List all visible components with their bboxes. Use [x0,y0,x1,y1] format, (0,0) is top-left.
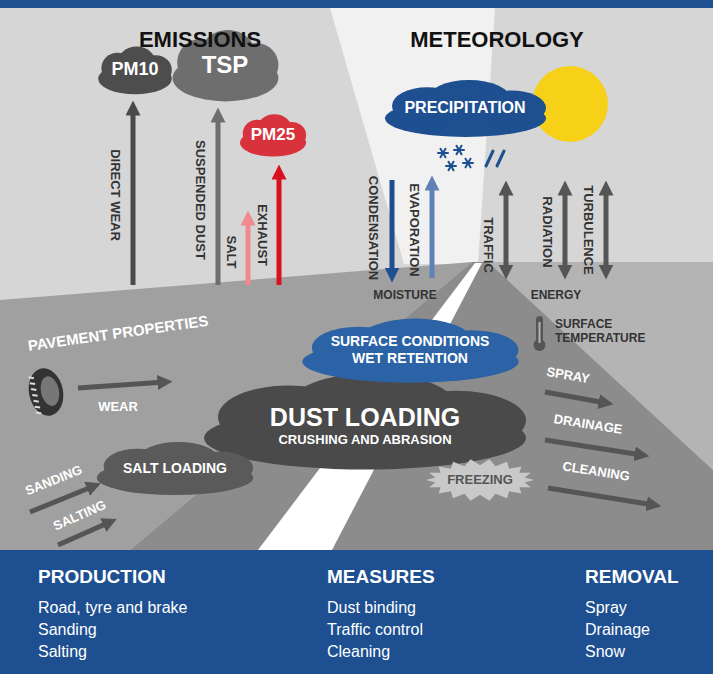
snow-symbols [438,146,473,171]
column-item: Snow [585,642,625,661]
rain-symbols [486,151,504,166]
radiation-arrow [563,188,568,272]
node-title: FREEZING [447,472,513,488]
node-title: TSP [202,51,249,80]
tyre-icon [24,365,67,419]
turbulence-arrow [604,188,609,272]
suspended-dust-arrow [216,115,221,285]
center-line [258,263,482,550]
flux-label: RADIATION [540,196,555,267]
direct-wear-arrow [131,108,136,285]
flux-label: SUSPENDED DUST [193,140,208,260]
wear-arrow [78,382,165,388]
node-title: SALT LOADING [123,460,227,477]
condensation-arrow [390,180,395,275]
column-item: Cleaning [327,642,390,661]
node-title: SURFACE CONDITIONS [331,333,490,350]
flux-label: CONDENSATION [366,176,381,280]
evaporation-arrow [430,183,435,278]
drainage-arrow [545,440,642,455]
group-label: ENERGY [531,289,582,303]
top-bar [0,0,713,8]
section-heading: EMISSIONS [139,27,261,52]
column-heading: REMOVAL [585,566,679,589]
thermometer-icon [534,316,546,351]
spray-arrow [545,392,606,403]
salt-arrow [246,218,251,285]
flux-label: DIRECT WEAR [108,149,123,241]
column-item: Dust binding [327,598,416,617]
node-title: PRECIPITATION [404,98,525,117]
column-item: Road, tyre and brake [38,598,187,617]
traffic-arrow [504,188,509,272]
node-title: PM25 [251,125,295,145]
temperature-label: SURFACE TEMPERATURE [555,318,665,346]
node-title: DUST LOADING [270,402,460,432]
flux-label: TRAFFIC [481,217,496,273]
road [130,262,713,550]
info-band: PRODUCTION Road, tyre and brakeSandingSal… [0,550,713,674]
surface-conditions-cloud: SURFACE CONDITIONSWET RETENTION [293,315,528,385]
process-label: WEAR [98,400,138,415]
flux-label: TURBULENCE [581,185,596,275]
column-item: Sanding [38,620,97,639]
flux-label: EVAPORATION [407,183,422,276]
column-item: Drainage [585,620,650,639]
freezing-burst: FREEZING [426,459,534,501]
flux-label: EXHAUST [255,204,270,266]
column-heading: MEASURES [327,566,435,589]
exhaust-arrow [277,172,282,285]
flux-label: SALT [224,236,239,269]
column-item: Spray [585,598,627,617]
node-subtitle: WET RETENTION [352,350,468,367]
column-item: Traffic control [327,620,423,639]
cleaning-arrow [548,488,654,505]
precipitation-cloud: PRECIPITATION [378,77,553,139]
node-subtitle: CRUSHING AND ABRASION [278,432,451,448]
column-item: Salting [38,642,87,661]
section-heading: METEOROLOGY [410,27,584,52]
group-label: MOISTURE [373,289,436,303]
node-title: PM10 [111,59,158,81]
salt-loading-cloud: SALT LOADING [90,439,260,497]
pm25-cloud: PM25 [237,112,309,158]
column-heading: PRODUCTION [38,566,166,589]
